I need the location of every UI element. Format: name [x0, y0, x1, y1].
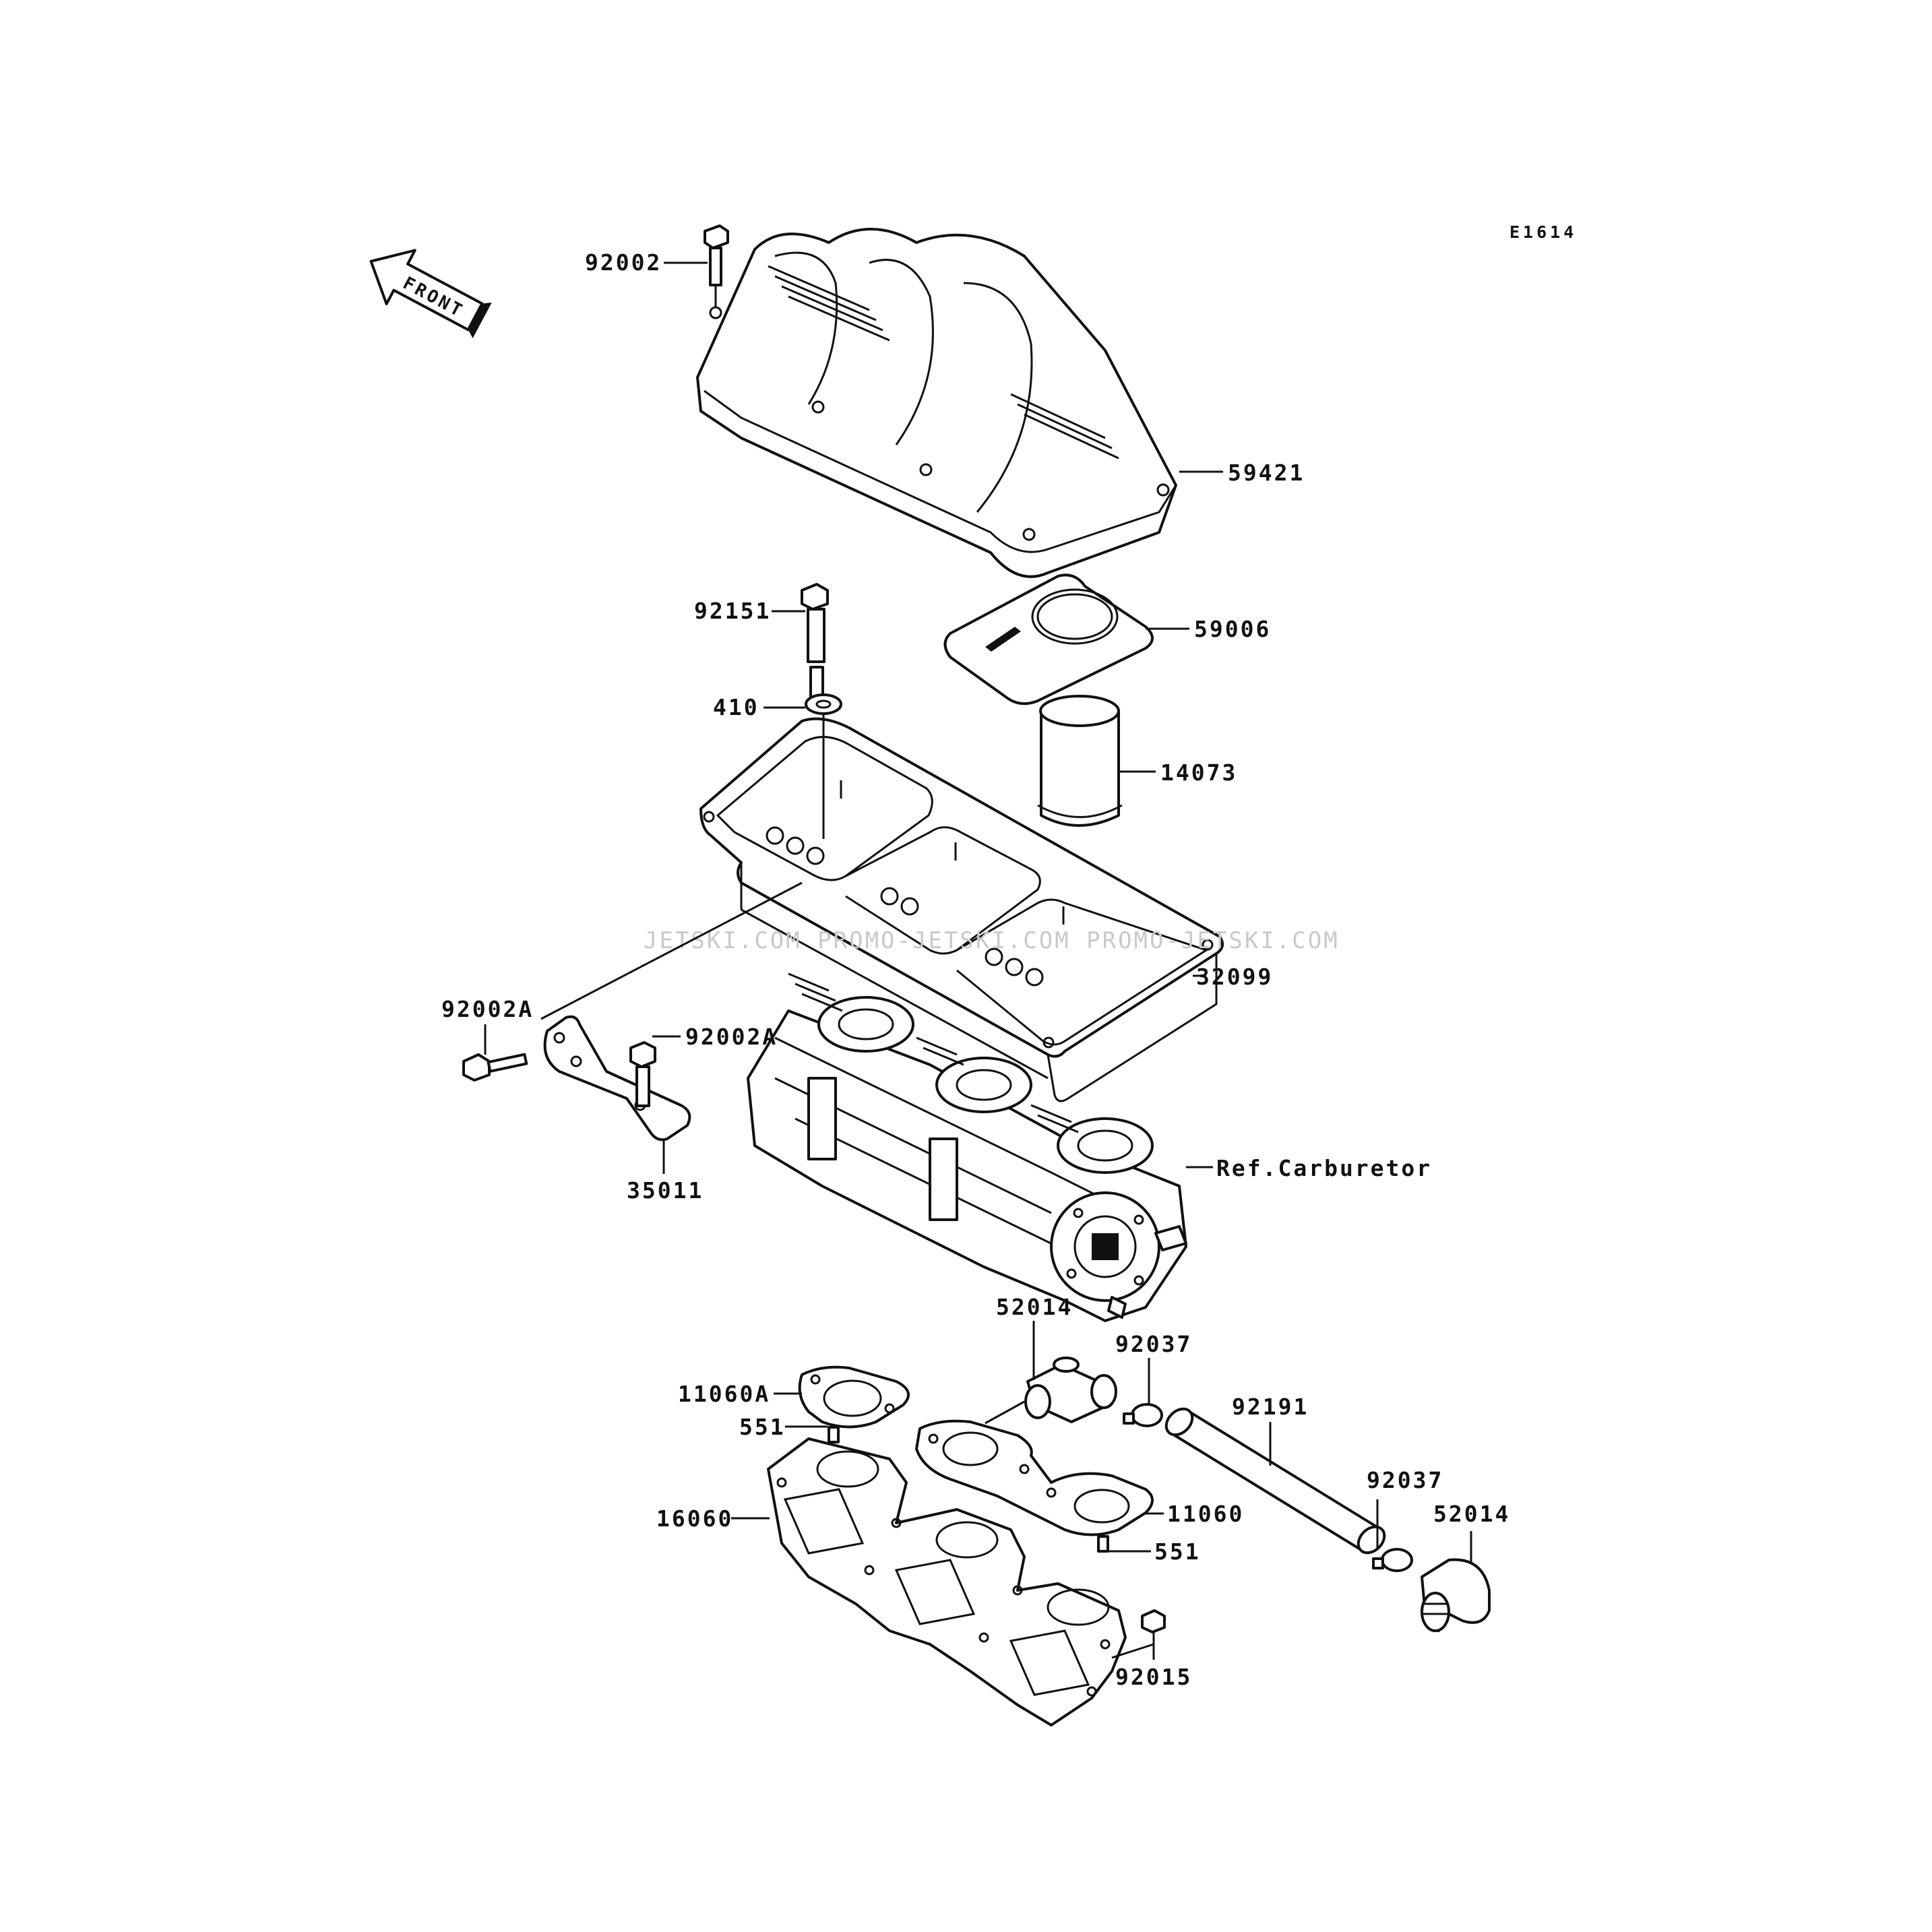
elbow-fitting-bottom	[1421, 1558, 1491, 1632]
label-35011: 35011	[627, 1177, 704, 1204]
watermark: JETSKI.COM PROMO-JETSKI.COM PROMO-JETSKI…	[644, 927, 1340, 954]
label-92015: 92015	[1115, 1664, 1192, 1690]
hose-92191	[1164, 1407, 1386, 1555]
diagram-code: E1614	[1509, 222, 1577, 242]
carburetor-assembly	[747, 972, 1187, 1322]
dowel-551-bottom	[1097, 1535, 1109, 1553]
leader-lines	[484, 261, 1472, 1660]
label-59006: 59006	[1194, 616, 1271, 642]
gasket-11060A	[798, 1365, 910, 1429]
clamp-top	[1123, 1403, 1163, 1427]
front-arrow-icon: FRONT	[369, 249, 492, 339]
label-92037-top: 92037	[1115, 1331, 1192, 1357]
label-ref-carburetor: Ref.Carburetor	[1216, 1155, 1432, 1181]
bolt-92002A-left	[462, 1053, 528, 1082]
label-92037-bottom: 92037	[1367, 1467, 1443, 1493]
label-92002A-right: 92002A	[685, 1024, 778, 1050]
label-11060A: 11060A	[678, 1381, 770, 1407]
label-551-bottom: 551	[1154, 1538, 1201, 1565]
label-59421: 59421	[1228, 460, 1305, 486]
label-16060: 16060	[656, 1505, 733, 1532]
label-92151: 92151	[694, 598, 771, 624]
tee-fitting-top	[1024, 1357, 1117, 1423]
nut-92015	[1141, 1609, 1166, 1633]
label-11060: 11060	[1167, 1501, 1244, 1527]
bolt-92151	[801, 583, 829, 709]
bolt-92002	[704, 224, 729, 307]
air-box-base	[699, 717, 1224, 1102]
bolt-92002A-right	[629, 1041, 656, 1107]
washer-410	[805, 693, 842, 715]
intake-manifold	[767, 1437, 1127, 1726]
label-92002: 92002	[585, 249, 662, 276]
label-14073: 14073	[1160, 759, 1237, 786]
label-92002A-left: 92002A	[441, 996, 534, 1022]
dowel-551-top	[828, 1426, 840, 1443]
bracket-35011	[543, 1015, 691, 1142]
label-551-top: 551	[739, 1414, 786, 1440]
filter-element	[1037, 695, 1123, 827]
label-410: 410	[713, 694, 759, 720]
clamp-bottom	[1372, 1548, 1413, 1572]
label-52014-bottom: 52014	[1433, 1501, 1510, 1527]
label-52014-top: 52014	[996, 1294, 1073, 1320]
air-box-cover	[696, 228, 1177, 578]
part-labels: 92002 59421 92151 59006 410 14073 32099 …	[441, 249, 1510, 1690]
label-92191: 92191	[1232, 1394, 1309, 1420]
gasket-11060	[915, 1419, 1154, 1536]
label-32099: 32099	[1196, 964, 1273, 990]
filter-cover	[943, 573, 1154, 706]
